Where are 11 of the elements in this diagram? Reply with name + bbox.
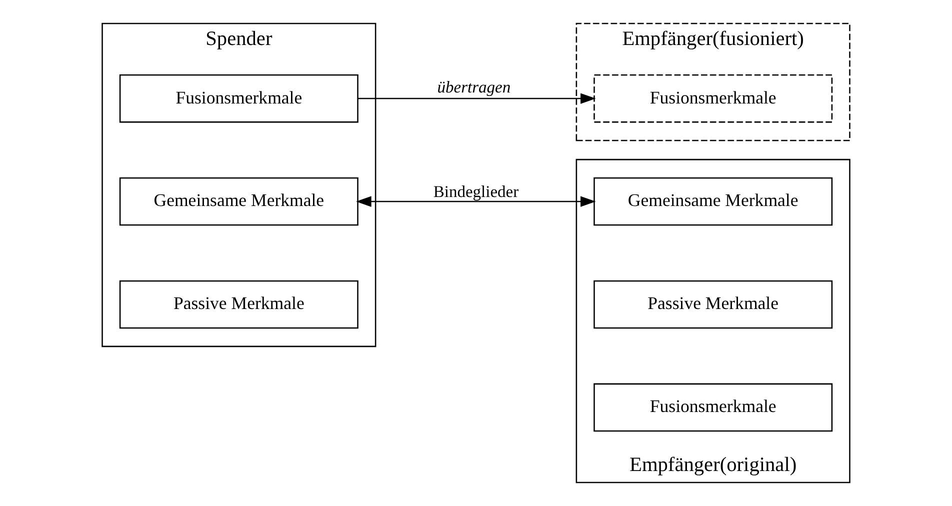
edge-label: Bindeglieder [433, 182, 519, 201]
node-box: Passive Merkmale [119, 280, 358, 329]
node-box: Fusionsmerkmale [119, 74, 358, 123]
arrow [356, 196, 596, 207]
arrow [358, 93, 596, 104]
node-box: Fusionsmerkmale [594, 74, 833, 123]
node-box: Passive Merkmale [594, 280, 833, 329]
node-box: Gemeinsame Merkmale [119, 177, 358, 226]
node-box: Fusionsmerkmale [594, 383, 833, 432]
node-box: Gemeinsame Merkmale [594, 177, 833, 226]
edge-label: übertragen [437, 78, 511, 97]
